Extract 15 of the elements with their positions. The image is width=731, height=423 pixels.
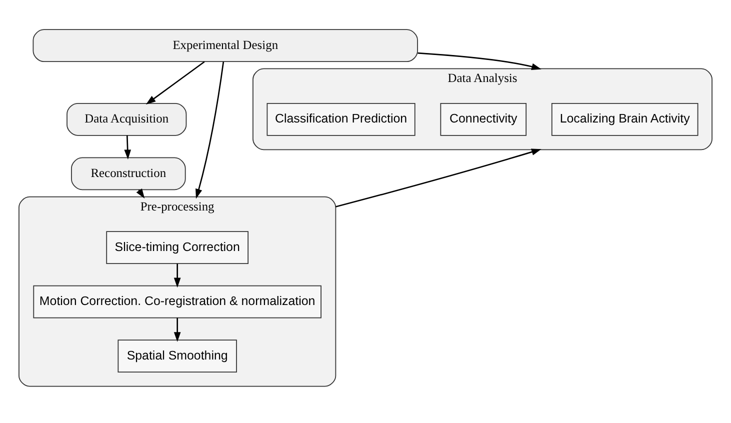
- node-box: Motion Correction. Co-registration & normalization: [33, 285, 322, 318]
- node-box: Data Acquisition: [66, 102, 187, 136]
- node-box: Slice-timing Correction: [106, 231, 248, 264]
- node-box: Experimental Design: [32, 29, 418, 62]
- arrow: [418, 52, 542, 70]
- node-box: Spatial Smoothing: [118, 340, 237, 373]
- arrow: [196, 62, 224, 199]
- arrow: [174, 318, 181, 342]
- node-box: Localizing Brain Activity: [551, 102, 698, 136]
- arrow: [146, 61, 205, 104]
- node-box: Connectivity: [440, 102, 527, 136]
- arrow: [174, 264, 181, 288]
- node-box: Classification Prediction: [266, 102, 416, 136]
- arrow: [124, 135, 132, 160]
- arrow: [336, 148, 542, 208]
